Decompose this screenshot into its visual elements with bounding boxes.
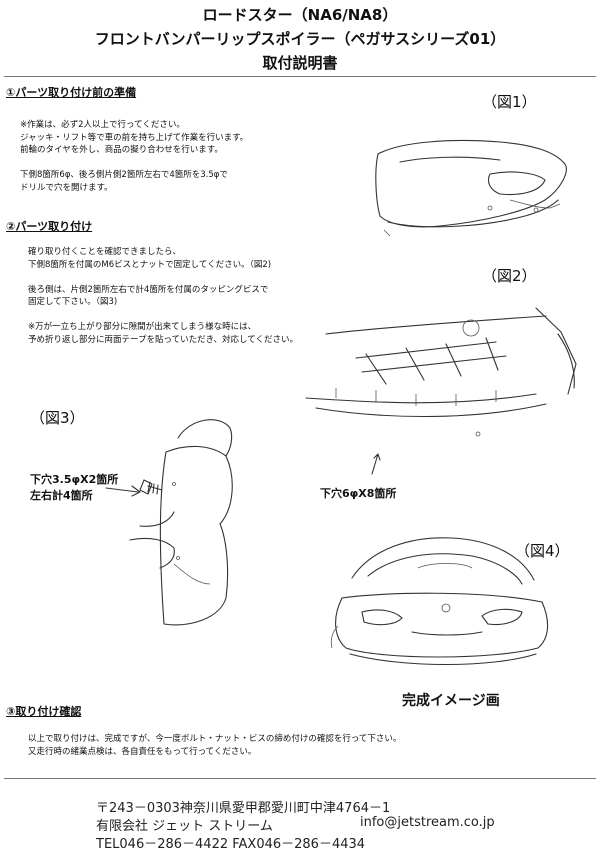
section1-line: ※作業は、必ず2人以上で行ってください。 xyxy=(20,120,185,130)
section1-line: ドリルで穴を開けます。 xyxy=(20,182,113,193)
fig2-underside-illustration xyxy=(305,307,577,437)
section2-line: 固定して下さい。（図3) xyxy=(28,297,118,307)
fig3-arch-illustration xyxy=(129,419,233,626)
fig2-label: （図2） xyxy=(482,267,537,285)
section3-line: 又走行時の緒業点検は、各自責任をもって行ってください。 xyxy=(28,746,257,757)
doc-title-line1: ロードスター（NA6/NA8） xyxy=(202,6,398,24)
section1-line xyxy=(20,157,248,170)
fig3-callout-2: 左右計4箇所 xyxy=(30,489,93,502)
footer-address: 〒243－0303神奈川県愛甲郡愛川町中津4764－1 xyxy=(96,801,391,816)
section2-line: 下側8箇所を付属のM6ビスとナットで固定してください。（図2) xyxy=(28,259,272,270)
footer-email[interactable]: info@jetstream.co.jp xyxy=(360,815,495,830)
fig2-callout: 下穴6φX8箇所 xyxy=(320,487,397,500)
doc-title-line2: フロントバンパーリップスポイラー（ペガサスシリーズ01） xyxy=(94,30,506,48)
section1-title: ①パーツ取り付け前の準備 xyxy=(6,86,137,99)
section2-title: ②パーツ取り付け xyxy=(6,220,93,233)
section1-body: ※作業は、必ず2人以上で行ってください。 ジャッキ・リフト等で車の前を持ち上げて… xyxy=(20,119,248,194)
section3-title: ③取り付け確認 xyxy=(6,705,82,718)
fig3-callout-1: 下穴3.5φX2箇所 xyxy=(30,473,119,486)
fig2-arrow-icon xyxy=(371,453,381,475)
fig1-label: （図1） xyxy=(482,93,537,111)
section2-line: 予め折り返し部分に両面テープを貼っていただき、対応してください。 xyxy=(28,334,298,345)
section1-line: ジャッキ・リフト等で車の前を持ち上げて作業を行います。 xyxy=(20,132,249,143)
section1-line: 前輪のタイヤを外し、商品の擬り合わせを行います。 xyxy=(20,145,223,155)
footer-divider xyxy=(4,778,596,779)
footer-company: 有限会社 ジェット ストリーム xyxy=(96,819,273,834)
fig1-bumper-illustration xyxy=(375,139,567,237)
section1-line: 下側8箇所6φ、後ろ側片側2箇所左右で4箇所を3.5φで xyxy=(20,170,228,180)
fig3-arrow-icon xyxy=(105,485,141,497)
section2-line: 確り取り付くことを確認できましたら、 xyxy=(28,247,182,257)
fig4-car-illustration xyxy=(330,537,549,666)
section2-line xyxy=(28,271,298,284)
section2-line: 後ろ側は、片側2箇所左右で計4箇所を付属のタッピングビスで xyxy=(28,284,269,295)
fig4-caption: 完成イメージ画 xyxy=(402,693,500,709)
screw-icon xyxy=(139,479,163,495)
fig3-label: （図3） xyxy=(30,409,85,427)
section2-line: ※万が一立ち上がり部分に隙間が出来てしまう様な時には、 xyxy=(28,322,257,332)
doc-title-line3: 取付説明書 xyxy=(262,54,338,72)
section3-line: 以上で取り付けは、完成ですが、今一度ボルト・ナット・ビスの締め付けの確認を行って… xyxy=(28,734,402,744)
fig4-label: （図4） xyxy=(515,542,570,560)
section2-line xyxy=(28,309,298,322)
header-divider xyxy=(4,76,596,77)
section3-body: 以上で取り付けは、完成ですが、今一度ボルト・ナット・ビスの締め付けの確認を行って… xyxy=(28,733,401,758)
footer-phone: TEL046－286－4422 FAX046－286－4434 xyxy=(96,837,366,852)
section2-body: 確り取り付くことを確認できましたら、 下側8箇所を付属のM6ビスとナットで固定し… xyxy=(28,246,298,346)
